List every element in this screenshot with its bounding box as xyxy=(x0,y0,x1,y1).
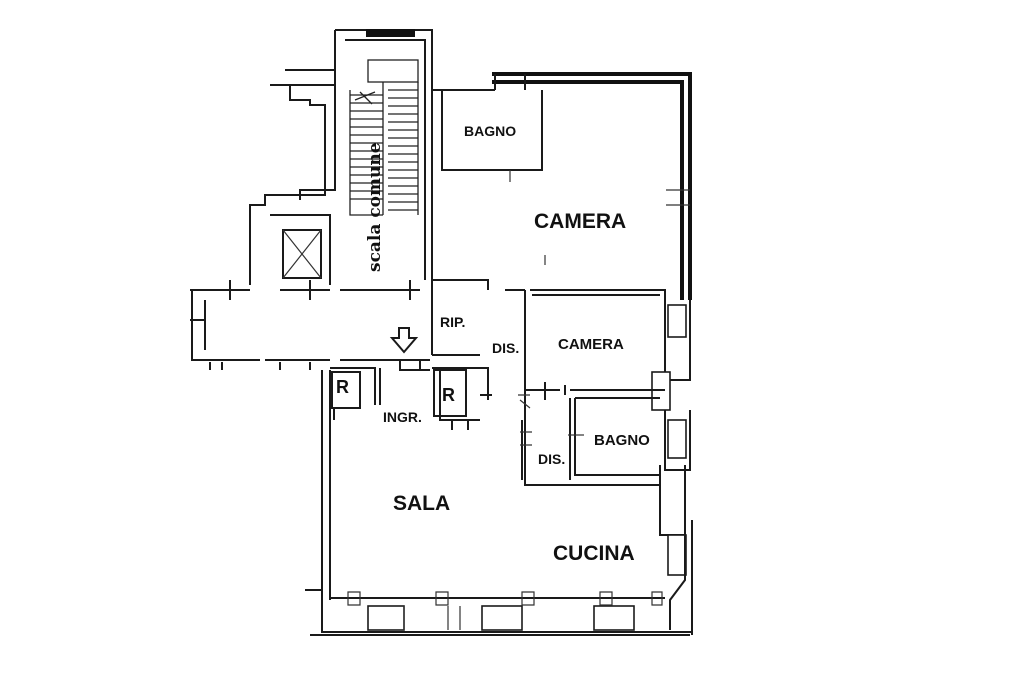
label-bagno-top: BAGNO xyxy=(464,123,516,139)
room-labels: BAGNO CAMERA RIP. DIS. CAMERA BAGNO DIS.… xyxy=(336,123,650,565)
entrance-arrow-icon xyxy=(389,327,419,354)
right-facade xyxy=(651,300,693,635)
label-r-left: R xyxy=(336,377,349,397)
stairwell: scala comune xyxy=(299,29,433,285)
label-camera-top: CAMERA xyxy=(534,210,626,233)
label-dis-upper: DIS. xyxy=(492,340,519,356)
label-dis-lower: DIS. xyxy=(538,451,565,467)
bottom-facade xyxy=(305,370,692,636)
label-rip: RIP. xyxy=(440,314,465,330)
label-sala: SALA xyxy=(393,492,450,515)
label-camera-mid: CAMERA xyxy=(558,336,624,353)
inner-walls xyxy=(330,360,665,486)
landing xyxy=(190,69,430,370)
label-r-right: R xyxy=(442,385,455,405)
label-bagno-mid: BAGNO xyxy=(594,432,650,449)
stair-treads xyxy=(349,89,418,216)
stairs-label: scala comune xyxy=(365,142,385,272)
label-ingr: INGR. xyxy=(383,409,422,425)
outer-walls xyxy=(431,72,692,385)
label-cucina: CUCINA xyxy=(553,542,635,565)
